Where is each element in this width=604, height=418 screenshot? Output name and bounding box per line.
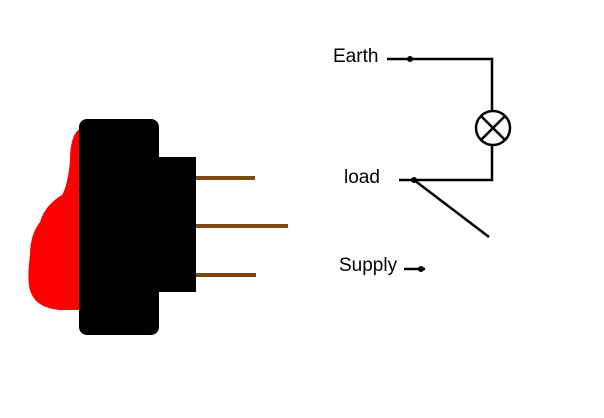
switch-arm xyxy=(413,179,490,238)
switch-body xyxy=(79,119,159,335)
earth-terminal-dot xyxy=(407,56,413,62)
earth-label: Earth xyxy=(333,46,379,67)
supply-terminal-dot xyxy=(418,266,424,272)
lamp-icon xyxy=(474,109,512,147)
pin-top xyxy=(196,176,255,180)
supply-label: Supply xyxy=(339,255,398,276)
load-wire xyxy=(399,144,494,182)
load-terminal-dot xyxy=(411,177,417,183)
terminal-block xyxy=(150,157,196,292)
earth-wire xyxy=(387,57,494,112)
pin-bottom xyxy=(196,273,256,277)
circuit-wiring xyxy=(387,57,494,271)
pin-middle xyxy=(196,224,288,228)
load-label: load xyxy=(344,167,380,188)
